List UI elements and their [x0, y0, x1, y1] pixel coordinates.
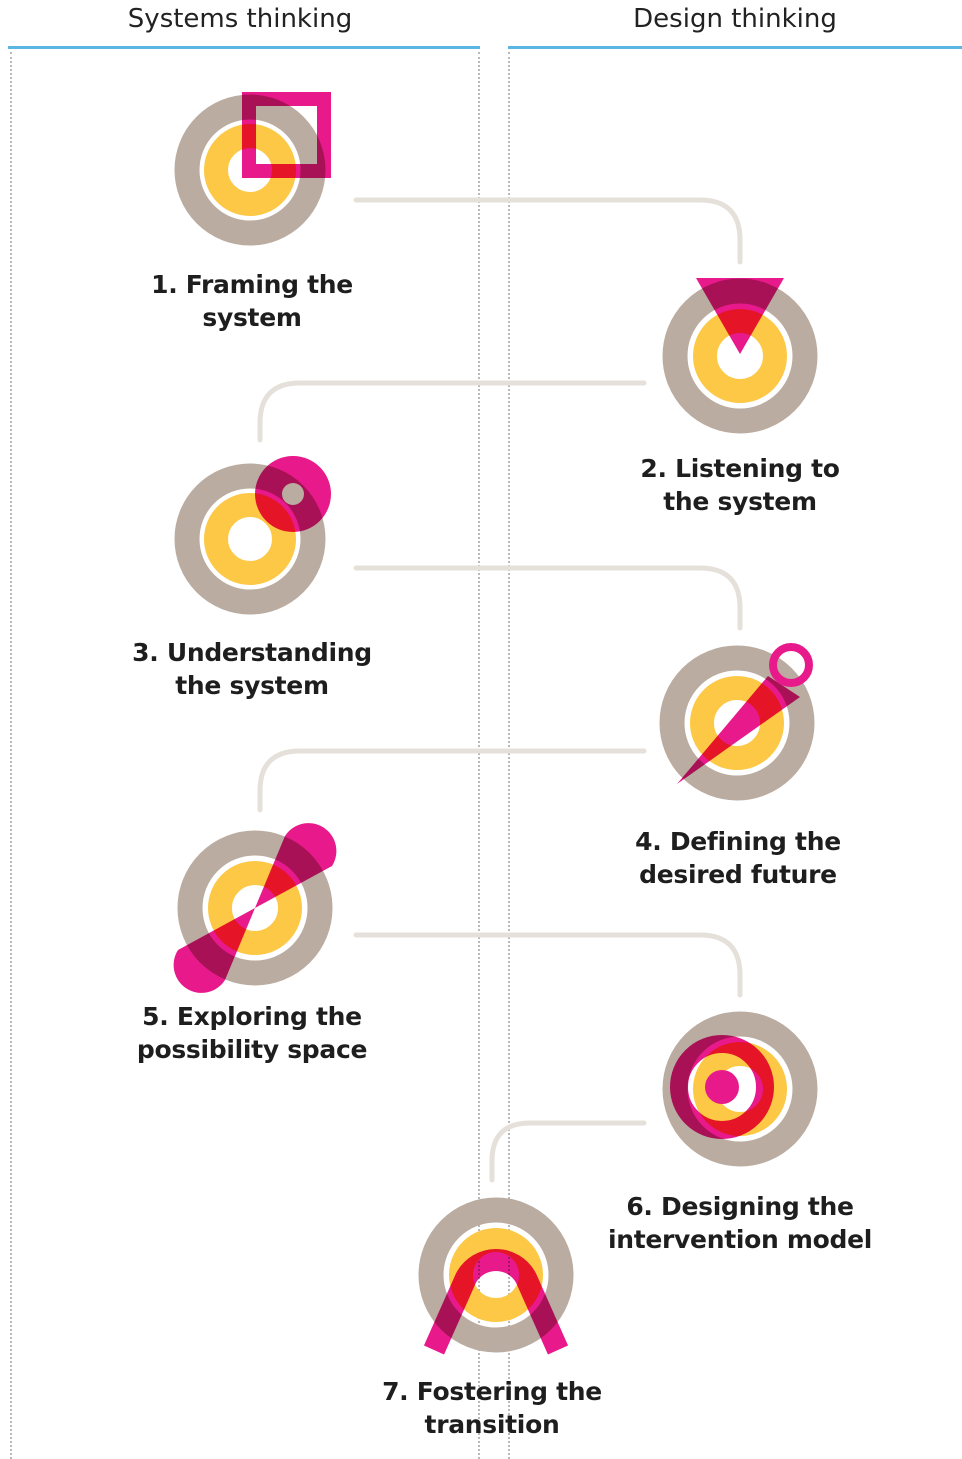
- step-4-inner-ring: [690, 676, 784, 770]
- connector-5-to-6: [353, 932, 743, 998]
- step-6-core: [705, 1070, 739, 1104]
- step-7-label: 7. Fostering the transition: [382, 1377, 602, 1439]
- step-1-label: 1. Framing the system: [151, 270, 353, 332]
- connector-4-to-5: [257, 748, 647, 813]
- step-3-label: 3. Understanding the system: [132, 638, 372, 700]
- column-header-design-thinking: Design thinking: [633, 4, 837, 34]
- systems-thinking-left-guide: [10, 52, 12, 1459]
- step-4-needle-shape: [677, 676, 800, 784]
- step-6-label: 6. Designing the intervention model: [607, 1192, 873, 1254]
- step-1-square-shape: [242, 92, 331, 178]
- step-2-triangle-shape: [696, 278, 784, 354]
- step-3-icon: [174, 456, 331, 615]
- step-2-label: 2. Listening to the system: [640, 454, 840, 516]
- step-7-icon: [418, 1197, 574, 1355]
- connector-2-to-3: [257, 380, 647, 443]
- column-header-systems-thinking: Systems thinking: [127, 4, 353, 34]
- systems-thinking-header-rule: [8, 46, 480, 49]
- step-4-pin-head: [769, 643, 813, 687]
- step-6-crescent-shape: [670, 1035, 774, 1139]
- step-4-label: 4. Defining the desired future: [635, 827, 841, 889]
- step-4-outer-ring: [659, 645, 815, 801]
- connector-1-to-2: [353, 197, 743, 265]
- step-6-icon: [662, 1011, 818, 1167]
- step-5-inner-ring: [208, 861, 302, 955]
- step-3-inner-ring: [204, 493, 296, 585]
- step-3-outer-ring: [174, 463, 326, 615]
- design-thinking-left-guide: [508, 52, 510, 1459]
- step-4-icon: [659, 643, 815, 801]
- connector-6-to-7: [489, 1120, 647, 1183]
- connector-3-to-4: [353, 565, 743, 631]
- step-7-outer-ring: [418, 1197, 574, 1353]
- connector-lines: [257, 197, 743, 1183]
- design-thinking-header-rule: [508, 46, 962, 49]
- step-1-icon: [174, 92, 331, 246]
- step-5-outer-ring: [177, 830, 333, 986]
- step-5-icon: [173, 823, 337, 993]
- step-2-icon: [662, 278, 818, 434]
- systems-thinking-right-guide: [478, 52, 480, 1459]
- step-5-double-cone-shape: [173, 823, 337, 993]
- step-7-arch-shape: [423, 1249, 569, 1355]
- step-5-label: 5. Exploring the possibility space: [136, 1002, 368, 1064]
- step-3-dot: [282, 483, 304, 505]
